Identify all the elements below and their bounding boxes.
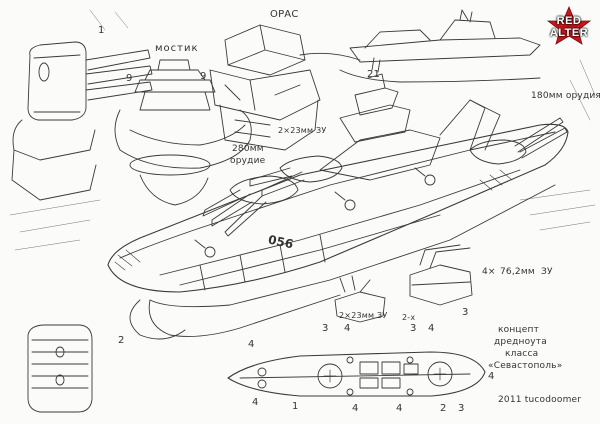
plan-num-3b: 3 — [410, 323, 417, 334]
label-bridge: мостик — [155, 43, 199, 54]
concept-line-4: «Севастополь» — [488, 361, 563, 371]
label-gun-76-line2: 76,2мм — [500, 267, 535, 277]
plan-num-4e: 4 — [352, 403, 359, 414]
ship-profile-fragment — [299, 9, 541, 83]
label-num-9-left: 9 — [126, 73, 133, 84]
plan-view — [227, 351, 486, 397]
label-num-21: 21 — [367, 69, 381, 80]
concept-line-2: дредноута — [494, 337, 547, 347]
label-gun-180: 180мм орудия — [531, 91, 600, 101]
logo-text-red: RED — [556, 15, 582, 27]
label-gun-23-upper: 2×23мм ЗУ — [278, 126, 327, 135]
logo-text-alter: ALTER — [549, 27, 589, 39]
turret-front-view — [11, 41, 153, 201]
plan-num-3c: 3 — [458, 403, 465, 414]
battleship-main-view — [107, 57, 569, 340]
plan-num-2: 2 — [440, 403, 447, 414]
label-num-1-top: 1 — [98, 25, 105, 36]
plan-num-4a: 4 — [248, 339, 255, 350]
plan-num-4d: 4 — [252, 397, 259, 408]
rangefinder-block-view — [209, 24, 321, 151]
label-gun-76-line1: 4× — [482, 267, 496, 277]
plan-num-1: 1 — [292, 401, 299, 412]
plan-num-4b: 4 — [344, 323, 351, 334]
construction-lines — [9, 9, 596, 251]
plan-num-3a: 3 — [322, 323, 329, 334]
concept-line-3: класса — [505, 349, 539, 359]
bridge-tower-view — [114, 59, 252, 206]
plan-num-4f: 4 — [396, 403, 403, 414]
red-alter-logo: RED ALTER — [542, 6, 596, 45]
label-num-3-right: 3 — [462, 307, 469, 318]
label-orac: ОРАС — [270, 9, 299, 20]
label-num-9-mid: 9 — [200, 71, 207, 82]
plan-num-4g: 4 — [488, 371, 495, 382]
twin-23mm-detail — [334, 275, 386, 323]
aa-mount-detail — [409, 244, 473, 306]
label-gun-280-line1: 280мм — [232, 144, 264, 154]
turret-side-view — [27, 324, 93, 413]
label-gun-280-line2: орудие — [230, 156, 266, 166]
plan-num-4c: 4 — [428, 323, 435, 334]
label-num-2-left: 2 — [118, 335, 125, 346]
signature: 2011 tucodoomer — [498, 395, 582, 405]
star-icon — [546, 6, 592, 45]
label-gun-76-line3: ЗУ — [541, 267, 553, 277]
concept-line-1: концепт — [498, 325, 540, 335]
label-gun-23-lower: 2×23мм ЗУ — [339, 311, 388, 320]
label-2x: 2-х — [402, 313, 416, 322]
